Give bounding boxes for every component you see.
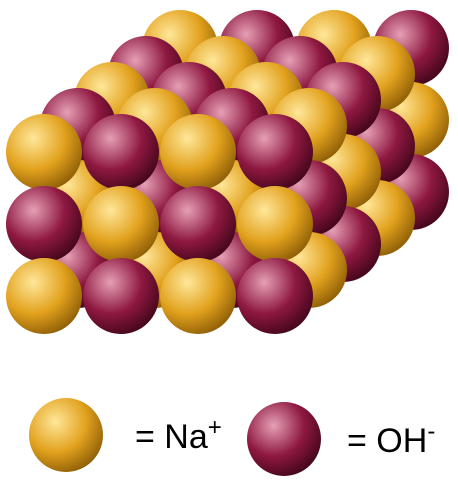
sodium-ion-sphere <box>6 114 82 190</box>
legend-hydroxide-label: = OH- <box>347 420 435 460</box>
sodium-ion-sphere <box>237 186 313 262</box>
hydroxide-ion-sphere <box>6 186 82 262</box>
sodium-ion-sphere <box>160 114 236 190</box>
hydroxide-ion-sphere <box>83 258 159 334</box>
hydroxide-ion-sphere <box>237 258 313 334</box>
legend-sodium-charge: + <box>207 414 222 441</box>
legend-hydroxide-charge: - <box>427 418 436 445</box>
sodium-ion-sphere <box>160 258 236 334</box>
legend-sodium-text: = Na <box>135 418 208 456</box>
legend-sodium-icon <box>29 398 103 472</box>
hydroxide-ion-sphere <box>83 114 159 190</box>
legend-sodium-label: = Na+ <box>135 416 222 456</box>
hydroxide-ion-sphere <box>237 114 313 190</box>
legend-hydroxide-text: = OH <box>347 422 428 460</box>
sodium-ion-sphere <box>83 186 159 262</box>
sodium-ion-sphere <box>6 258 82 334</box>
hydroxide-ion-sphere <box>160 186 236 262</box>
legend-hydroxide-icon <box>247 402 321 476</box>
